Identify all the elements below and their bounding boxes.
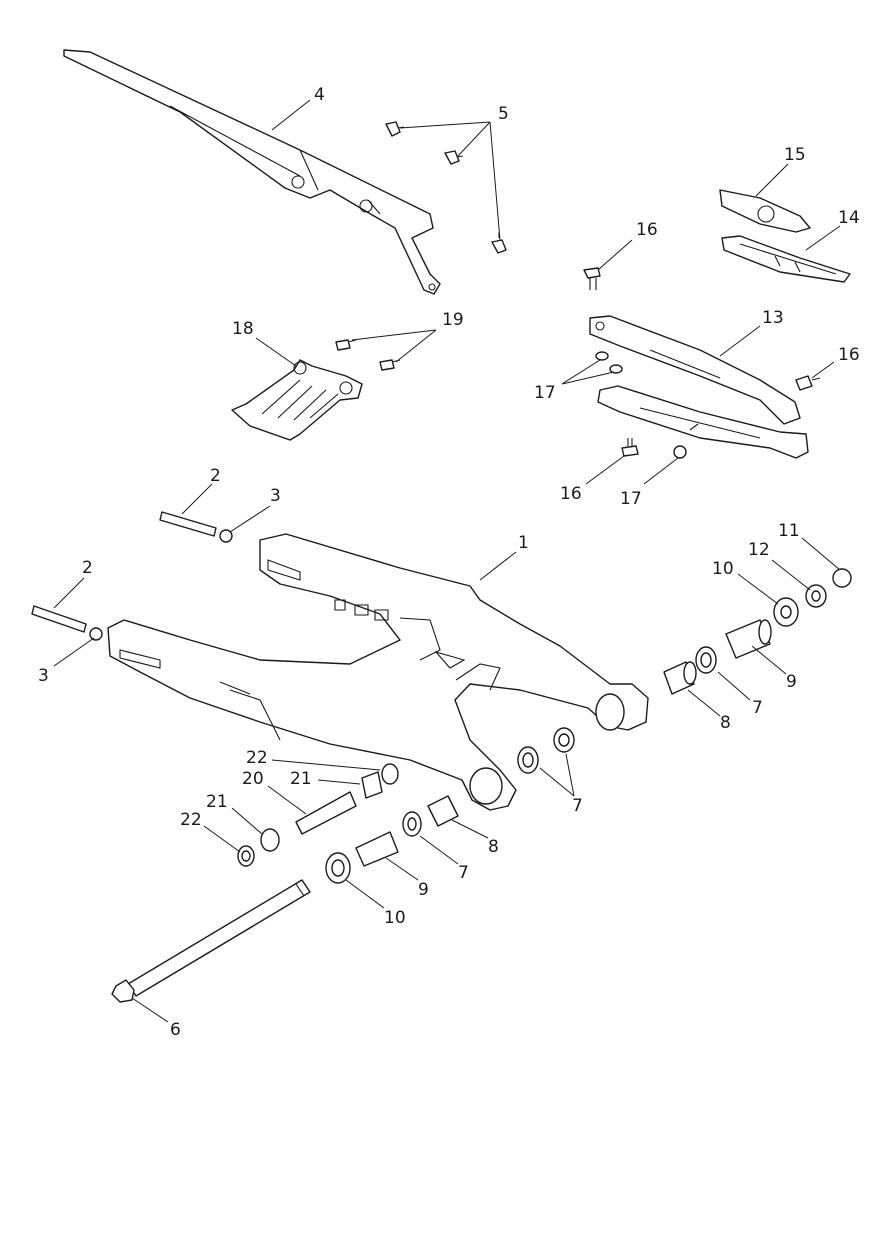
callout-21-lower: 21: [206, 792, 228, 812]
left-pivot-stack: [237, 727, 575, 884]
callout-7-right: 7: [752, 698, 763, 718]
pivot-spindle: [111, 879, 311, 1003]
chain-guard: [63, 49, 441, 295]
callout-2-upper: 2: [210, 466, 221, 486]
callout-3-lower: 3: [38, 666, 49, 686]
callout-8-left: 8: [488, 837, 499, 857]
adjuster-bolt-lower: [31, 605, 103, 641]
callout-15: 15: [784, 145, 806, 165]
callout-6: 6: [170, 1020, 181, 1040]
callout-7-mid: 7: [572, 796, 583, 816]
swingarm-chain-slider: [589, 315, 809, 459]
slider-screw-top: [583, 267, 601, 290]
callout-21-upper: 21: [290, 769, 312, 789]
right-pivot-stack: [663, 568, 852, 695]
callout-13: 13: [762, 308, 784, 328]
callout-16-top: 16: [636, 220, 658, 240]
callout-17-left: 17: [534, 383, 556, 403]
callout-12: 12: [748, 540, 770, 560]
callout-18: 18: [232, 319, 254, 339]
callout-labels: 4 5 15 14 16 13 18 19 16 17 2 16 3 17 11…: [38, 85, 860, 1040]
callout-19: 19: [442, 310, 464, 330]
callout-16-bottom: 16: [560, 484, 582, 504]
cover-screws: [335, 339, 401, 371]
callout-9-right: 9: [786, 672, 797, 692]
sprocket-cover: [231, 359, 363, 441]
callout-4: 4: [314, 85, 325, 105]
leader-lines: [53, 99, 841, 1023]
adjuster-bolt-upper: [159, 511, 233, 543]
callout-1: 1: [518, 533, 529, 553]
callout-20: 20: [242, 769, 264, 789]
chain-slider-upper: [719, 189, 811, 233]
callout-10-left: 10: [384, 908, 406, 928]
callout-7-left: 7: [458, 863, 469, 883]
callout-10-right: 10: [712, 559, 734, 579]
callout-16-right: 16: [838, 345, 860, 365]
callout-3-upper: 3: [270, 486, 281, 506]
callout-8-right: 8: [720, 713, 731, 733]
slider-fixings: [595, 351, 821, 459]
callout-22-upper: 22: [246, 748, 268, 768]
swingarm: [107, 533, 649, 811]
callout-22-lower: 22: [180, 810, 202, 830]
callout-9-left: 9: [418, 880, 429, 900]
callout-11: 11: [778, 521, 800, 541]
callout-5: 5: [498, 104, 509, 124]
callout-2-lower: 2: [82, 558, 93, 578]
callout-14: 14: [838, 208, 860, 228]
chain-slider-lower: [721, 235, 851, 283]
callout-17-bottom: 17: [620, 489, 642, 509]
